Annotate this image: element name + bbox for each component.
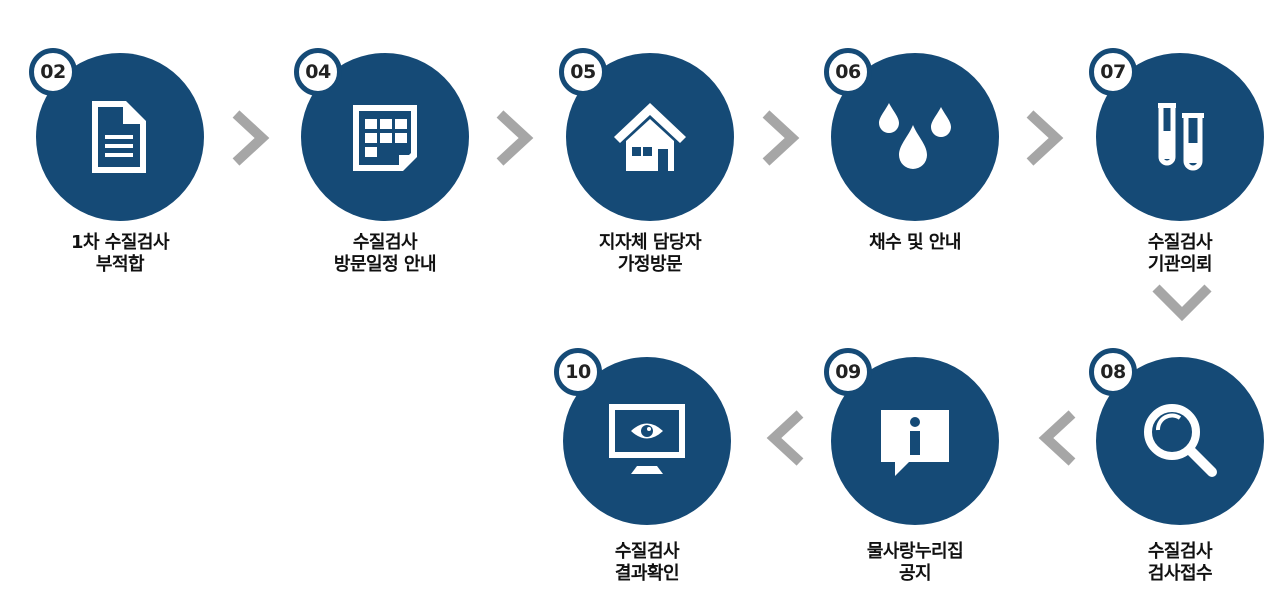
- step-number: 04: [294, 48, 342, 96]
- step-number: 05: [559, 48, 607, 96]
- info-speech-bubble-icon: [881, 410, 949, 476]
- chevron-right-icon: [1026, 110, 1064, 166]
- step-label: 지자체 담당자 가정방문: [540, 232, 760, 276]
- document-icon: [92, 101, 146, 173]
- step-number: 08: [1089, 348, 1137, 396]
- chevron-right-icon: [496, 110, 534, 166]
- step-number: 10: [554, 348, 602, 396]
- step-label-line2: 부적합: [95, 254, 145, 275]
- chevron-right-icon: [232, 110, 270, 166]
- chevron-right-icon: [762, 110, 800, 166]
- step-label: 물사랑누리집 공지: [805, 541, 1025, 585]
- step-number: 07: [1089, 48, 1137, 96]
- step-label-line1: 수질검사: [614, 541, 680, 562]
- house-icon: [614, 103, 686, 171]
- step-label: 수질검사 결과확인: [537, 541, 757, 585]
- step-number: 06: [824, 48, 872, 96]
- step-label-line1: 물사랑누리집: [866, 541, 964, 562]
- step-label-line1: 채수 및 안내: [869, 232, 961, 253]
- calendar-icon: [353, 105, 417, 171]
- step-label-line2: 방문일정 안내: [333, 254, 437, 275]
- step-label-line2: 검사접수: [1147, 563, 1213, 584]
- step-label: 채수 및 안내: [805, 232, 1025, 254]
- test-tubes-icon: [1158, 103, 1204, 171]
- step-label-line1: 수질검사: [1147, 541, 1213, 562]
- step-label-line2: 결과확인: [614, 563, 680, 584]
- step-label-line1: 1차 수질검사: [70, 232, 170, 253]
- chevron-left-icon: [1038, 410, 1076, 466]
- chevron-left-icon: [766, 410, 804, 466]
- step-label-line1: 수질검사: [1147, 232, 1213, 253]
- chevron-down-icon: [1152, 284, 1212, 322]
- step-label: 수질검사 방문일정 안내: [275, 232, 495, 276]
- step-label-line2: 공지: [898, 563, 932, 584]
- monitor-eye-icon: [609, 404, 685, 474]
- step-label: 1차 수질검사 부적합: [10, 232, 230, 276]
- magnifier-icon: [1144, 404, 1217, 477]
- step-label-line2: 기관의뢰: [1147, 254, 1213, 275]
- step-label: 수질검사 기관의뢰: [1070, 232, 1280, 276]
- step-label-line1: 지자체 담당자: [598, 232, 702, 253]
- step-label: 수질검사 검사접수: [1070, 541, 1280, 585]
- step-number: 09: [824, 348, 872, 396]
- water-drops-icon: [879, 103, 951, 169]
- step-label-line1: 수질검사: [352, 232, 418, 253]
- step-number: 02: [29, 48, 77, 96]
- step-label-line2: 가정방문: [617, 254, 683, 275]
